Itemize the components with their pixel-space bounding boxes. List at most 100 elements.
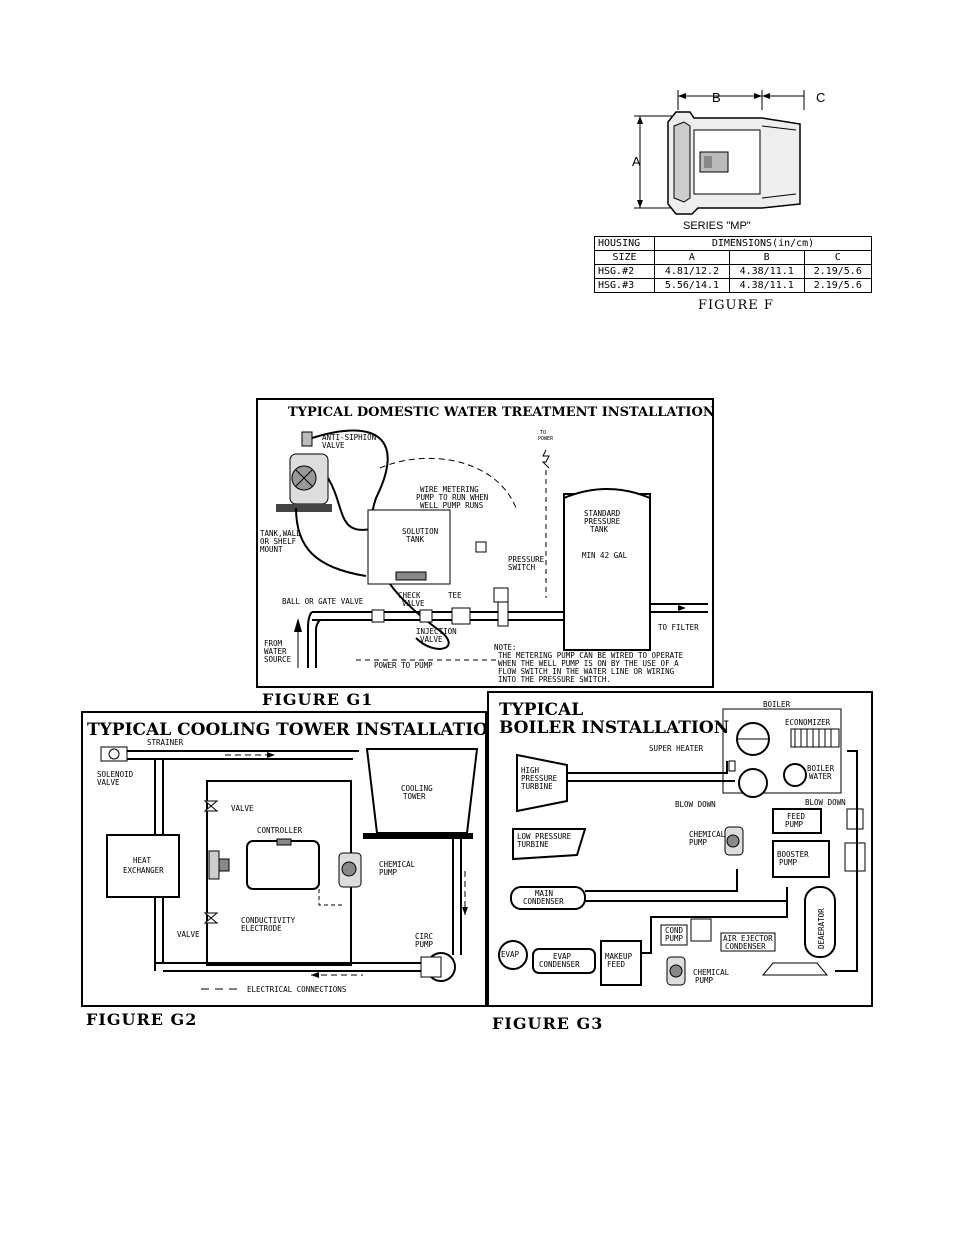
conductivity-label: ELECTRODE [241,924,282,933]
circ-pump-label: PUMP [415,940,434,949]
hp-turbine-label: PRESSURE [521,774,558,783]
lp-turbine-label: TURBINE [517,840,549,849]
standard-tank-label: PRESSURE [584,517,621,526]
feed-pump-label: FEED [787,812,806,821]
figure-g2-caption: FIGURE G2 [86,1010,198,1029]
check-valve-label: CHECK [398,591,421,600]
table-header-c: C [803,250,873,265]
evap-condenser-label: CONDENSER [539,960,580,969]
chemical-pump-label: PUMP [695,976,714,985]
strainer-label: STRAINER [147,738,184,747]
tank-mount-label: TANK,WALL [260,529,301,538]
table-header-dimensions: DIMENSIONS(in/cm) [654,236,872,251]
conductivity-label: CONDUCTIVITY [241,916,296,925]
note-label: INTO THE PRESSURE SWITCH. [498,675,611,684]
main-condenser-label: MAIN [535,889,553,898]
table-row: HSG.#2 4.81/12.2 4.38/11.1 2.19/5.6 [593,264,873,279]
tank-mount-label: OR SHELF [260,537,297,546]
main-condenser-label: CONDENSER [523,897,564,906]
g1-title: TYPICAL DOMESTIC WATER TREATMENT INSTALL… [288,405,714,420]
series-label: SERIES "MP" [683,220,751,232]
table-cell: 4.81/12.2 [654,264,730,279]
evap-label: EVAP [501,950,520,959]
air-ejector-label: AIR EJECTOR [723,934,773,943]
to-power-label: TO [540,430,546,436]
cooling-tower-label: COOLING [401,784,433,793]
tank-mount-label: MOUNT [260,545,283,554]
tee-label: TEE [448,591,462,600]
injection-valve-label: INJECTION [416,627,457,636]
boiler-diagram: TYPICAL BOILER INSTALLATION BOILER BOILE… [487,691,873,1007]
table-row: HSG.#3 5.56/14.1 4.38/11.1 2.19/5.6 [593,278,873,293]
air-ejector-label: CONDENSER [725,942,766,951]
standard-tank-label: STANDARD [584,509,621,518]
table-cell: 2.19/5.6 [803,278,873,293]
chemical-pump-label: CHEMICAL [693,968,730,977]
dim-c-label: C [816,90,825,105]
circ-pump-label: CIRC [415,932,433,941]
chemical-pump-label: PUMP [379,868,398,877]
housing-drawing: B C A [632,90,825,215]
boiler-water-label: BOILER [807,764,835,773]
note-label: NOTE: [494,643,517,652]
table-header-housing: HOUSING [593,236,656,251]
blow-down-label: BLOW DOWN [805,798,846,807]
boiler-label: BOILER [763,700,791,709]
hp-turbine-label: TURBINE [521,782,553,791]
g3-title: TYPICAL [499,700,583,720]
chemical-pump-label: PUMP [689,838,708,847]
valve-top-label: VALVE [231,804,254,813]
standard-tank-label: TANK [590,525,609,534]
g3-title: BOILER INSTALLATION [499,718,729,738]
figure-f-caption: FIGURE F [698,298,774,313]
makeup-feed-label: FEED [607,960,626,969]
table-cell: 2.19/5.6 [803,264,873,279]
ball-valve-label: BALL OR GATE VALVE [282,597,364,606]
solution-tank-label: SOLUTION [402,527,438,536]
note-label: THE METERING PUMP CAN BE WIRED TO OPERAT… [498,651,684,660]
g2-title: TYPICAL COOLING TOWER INSTALLATION [87,720,487,740]
heat-exchanger-label: HEAT [133,856,152,865]
housing-dimensions-table: HOUSING DIMENSIONS(in/cm) SIZE A B C HSG… [593,236,873,293]
chemical-pump-label: CHEMICAL [689,830,726,839]
lp-turbine-label: LOW PRESSURE [517,832,572,841]
from-source-label: WATER [264,647,287,656]
figure-g1-caption: FIGURE G1 [262,690,374,709]
evap-condenser-label: EVAP [553,952,572,961]
dim-a-label: A [632,154,641,169]
from-source-label: FROM [264,639,283,648]
domestic-water-diagram: TYPICAL DOMESTIC WATER TREATMENT INSTALL… [256,398,714,688]
anti-siphon-label: ANTI-SIPHION [322,433,376,442]
table-header-size: SIZE [593,250,656,265]
feed-pump-label: PUMP [785,820,804,829]
check-valve-label: VALVE [402,599,425,608]
cooling-tower-diagram: TYPICAL COOLING TOWER INSTALLATION STRAI… [81,711,487,1007]
solution-tank-label: TANK [406,535,425,544]
hp-turbine-label: HIGH [521,766,540,775]
electrical-label: ELECTRICAL CONNECTIONS [247,985,347,994]
wire-note-label: PUMP TO RUN WHEN [416,493,488,502]
table-header-b: B [728,250,805,265]
cond-pump-label: COND [665,926,684,935]
note-label: FLOW SWITCH IN THE WATER LINE OR WIRING [498,667,675,676]
figure-g3-caption: FIGURE G3 [492,1014,604,1033]
blow-down-label: BLOW DOWN [675,800,716,809]
table-header-a: A [654,250,730,265]
boiler-water-label: WATER [809,772,832,781]
to-filter-label: TO FILTER [658,623,699,632]
cooling-tower-label: TOWER [403,792,426,801]
table-cell: HSG.#3 [593,278,656,293]
from-source-label: SOURCE [264,655,292,664]
economizer-label: ECONOMIZER [785,718,831,727]
min-gal-label: MIN 42 GAL [582,551,628,560]
table-cell: HSG.#2 [593,264,656,279]
chemical-pump-label: CHEMICAL [379,860,416,869]
solenoid-label: VALVE [97,778,120,787]
solenoid-label: SOLENOID [97,770,134,779]
anti-siphon-label: VALVE [322,441,345,450]
table-cell: 4.38/11.1 [728,278,805,293]
table-cell: 5.56/14.1 [654,278,730,293]
valve-bottom-label: VALVE [177,930,200,939]
deaerator-label: DEAERATOR [817,908,826,949]
makeup-feed-label: MAKEUP [605,952,633,961]
